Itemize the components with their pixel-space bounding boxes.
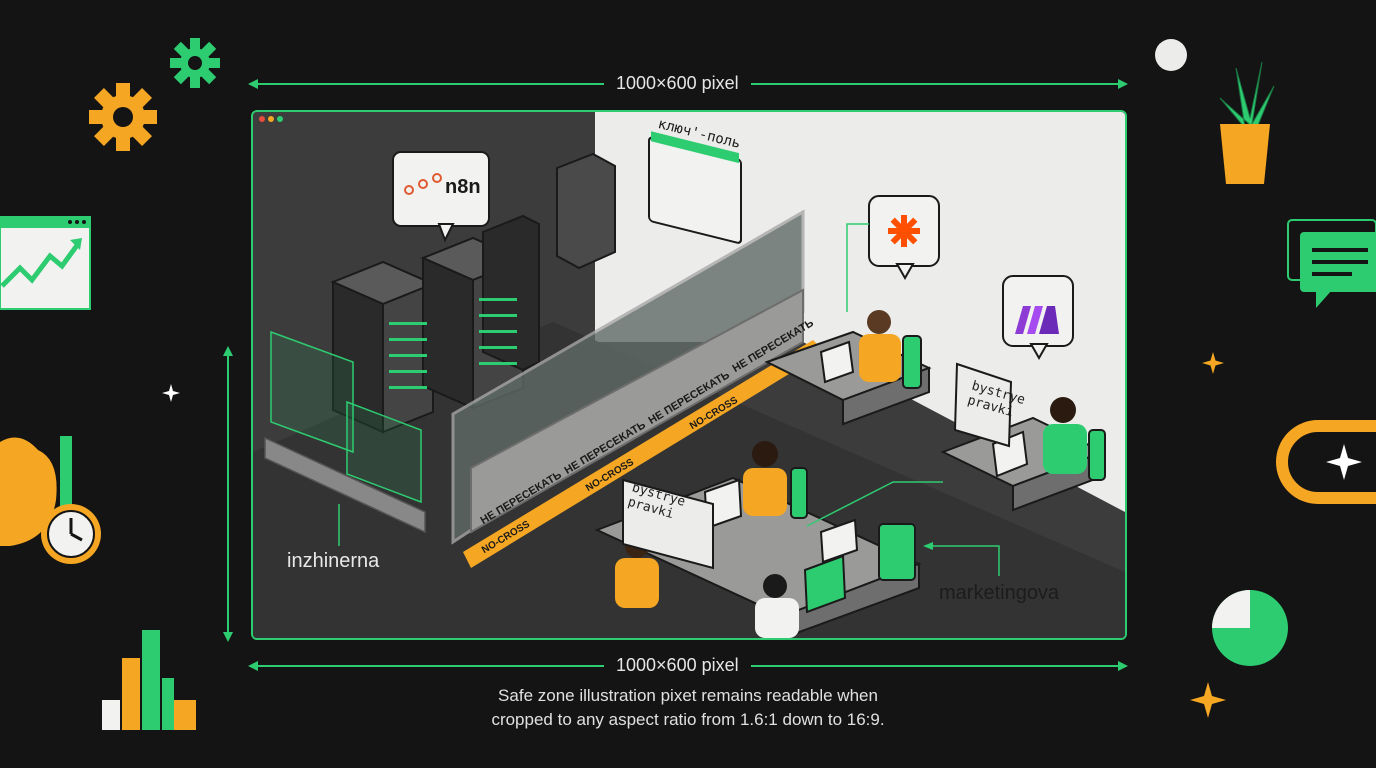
sparkle-icon [1202, 352, 1224, 374]
gear-icon [89, 83, 157, 151]
sign-top-board [953, 362, 1013, 448]
glass-partition [451, 209, 825, 568]
hologram-display [264, 330, 426, 534]
circle-dot-icon [1155, 39, 1187, 71]
caption: Safe zone illustration pixet remains rea… [388, 684, 988, 732]
sparkle-icon [1190, 682, 1226, 718]
caption-line-2: cropped to any aspect ratio from 1.6:1 d… [491, 710, 885, 729]
caption-line-1: Safe zone illustration pixet remains rea… [498, 686, 878, 705]
dimension-line-vertical [223, 346, 233, 642]
sign-left-board [622, 478, 714, 570]
marketing-label: marketingova [939, 582, 1060, 604]
clock-icon [0, 436, 101, 564]
gear-icon [170, 38, 220, 88]
plant-icon [1219, 61, 1275, 184]
dimension-label-top: 1000×600 pixel [604, 73, 751, 94]
bar-chart-icon [102, 630, 196, 730]
toggle-icon [1276, 420, 1376, 504]
n8n-logo-text: n8n [445, 176, 481, 198]
n8n-logo [392, 151, 490, 243]
sparkle-icon [162, 384, 180, 402]
dimension-label-bottom: 1000×600 pixel [604, 655, 751, 676]
pie-chart-icon [1212, 590, 1288, 666]
chat-bubble-icon [1287, 219, 1376, 308]
engineering-label: inzhinerna [287, 550, 380, 572]
key-field-panel [648, 131, 742, 244]
zapier-logo [868, 195, 940, 281]
office-scene [253, 112, 1125, 638]
trend-chart-icon [0, 216, 91, 310]
people [615, 310, 1087, 638]
make-logo [1002, 275, 1074, 361]
illustration-frame: n8n ключ'-поль bystrye pravki bystrye pr… [251, 110, 1127, 640]
